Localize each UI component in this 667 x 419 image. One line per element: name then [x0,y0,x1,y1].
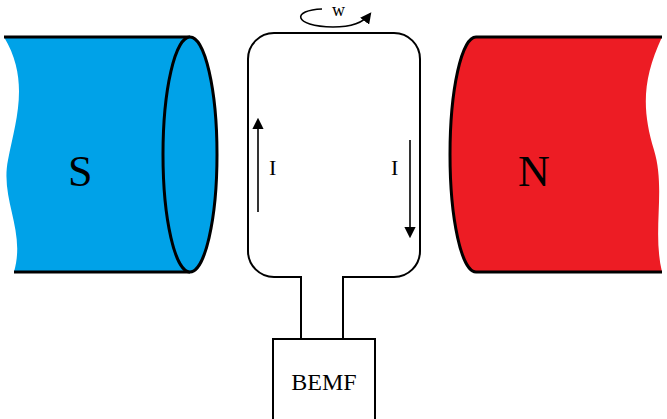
coil-lead [300,276,302,339]
angular-velocity-label: w [332,1,345,21]
current-label: I [391,156,398,180]
box-label: BEMF [291,369,356,395]
pole-letter: S [68,148,92,196]
pole-letter: N [518,148,550,196]
current-arrow [257,120,259,212]
coil-stem-gap [301,270,343,280]
coil-lead [342,276,344,339]
bemf-box: BEMF [272,338,376,419]
north-pole-magnet: N [440,30,667,280]
magnet-shape [0,30,230,280]
magnet-shape [440,30,667,280]
south-pole-magnet: S [0,30,230,280]
coil-loop [248,33,420,277]
current-arrow [409,140,411,236]
current-label: I [269,156,276,180]
